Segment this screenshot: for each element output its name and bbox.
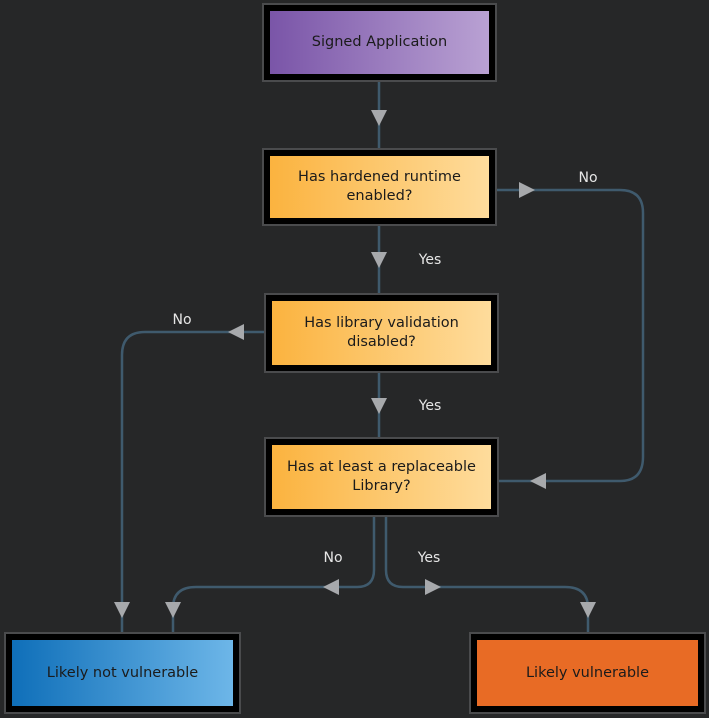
node-hardened-runtime-label: Has hardened runtime enabled? (298, 169, 461, 204)
arrowhead-vuln (580, 602, 596, 618)
node-likely-vulnerable-label: Likely vulnerable (525, 664, 650, 681)
edge-label-libval-no: No (172, 312, 192, 328)
edge-label-hardened-yes: Yes (418, 252, 442, 268)
node-hardened-runtime-fill: Has hardened runtime enabled? (270, 156, 489, 218)
node-signed-application-fill: Signed Application (270, 11, 489, 74)
arrowhead-notvuln-left (114, 602, 130, 618)
node-replaceable-library-label: Has at least a replaceable Library? (287, 459, 476, 494)
edge-replaceable-yes (384, 517, 590, 632)
node-library-validation: Has library validation disabled? (264, 293, 499, 373)
node-likely-vulnerable-fill: Likely vulnerable (477, 640, 698, 706)
edge-label-replaceable-no: No (323, 550, 343, 566)
node-library-validation-fill: Has library validation disabled? (272, 301, 491, 365)
arrowhead-start (371, 110, 387, 126)
node-replaceable-library: Has at least a replaceable Library? (264, 437, 499, 517)
arrowhead-hardened-no-in (530, 473, 546, 489)
arrowhead-hardened-no-out (519, 182, 535, 198)
edge-hardened-no (497, 188, 645, 483)
arrowhead-replaceable-no (323, 579, 339, 595)
node-replaceable-library-fill: Has at least a replaceable Library? (272, 445, 491, 509)
arrowhead-libval-no (228, 324, 244, 340)
node-hardened-runtime: Has hardened runtime enabled? (262, 148, 497, 226)
arrowhead-libval-yes (371, 398, 387, 414)
node-library-validation-label: Has library validation disabled? (304, 315, 459, 350)
edge-libval-no (120, 330, 264, 632)
arrowhead-replaceable-yes (425, 579, 441, 595)
edge-replaceable-no (171, 517, 376, 632)
node-signed-application-label: Signed Application (311, 34, 448, 50)
edge-label-hardened-no: No (578, 170, 598, 186)
edge-label-replaceable-yes: Yes (417, 550, 441, 566)
arrowhead-notvuln-right (165, 602, 181, 618)
node-likely-not-vulnerable-fill: Likely not vulnerable (12, 640, 233, 706)
node-likely-not-vulnerable-label: Likely not vulnerable (46, 664, 199, 681)
edge-label-libval-yes: Yes (418, 398, 442, 414)
node-likely-not-vulnerable: Likely not vulnerable (4, 632, 241, 714)
node-likely-vulnerable: Likely vulnerable (469, 632, 706, 714)
arrowhead-hardened-yes (371, 252, 387, 268)
node-signed-application: Signed Application (262, 3, 497, 82)
